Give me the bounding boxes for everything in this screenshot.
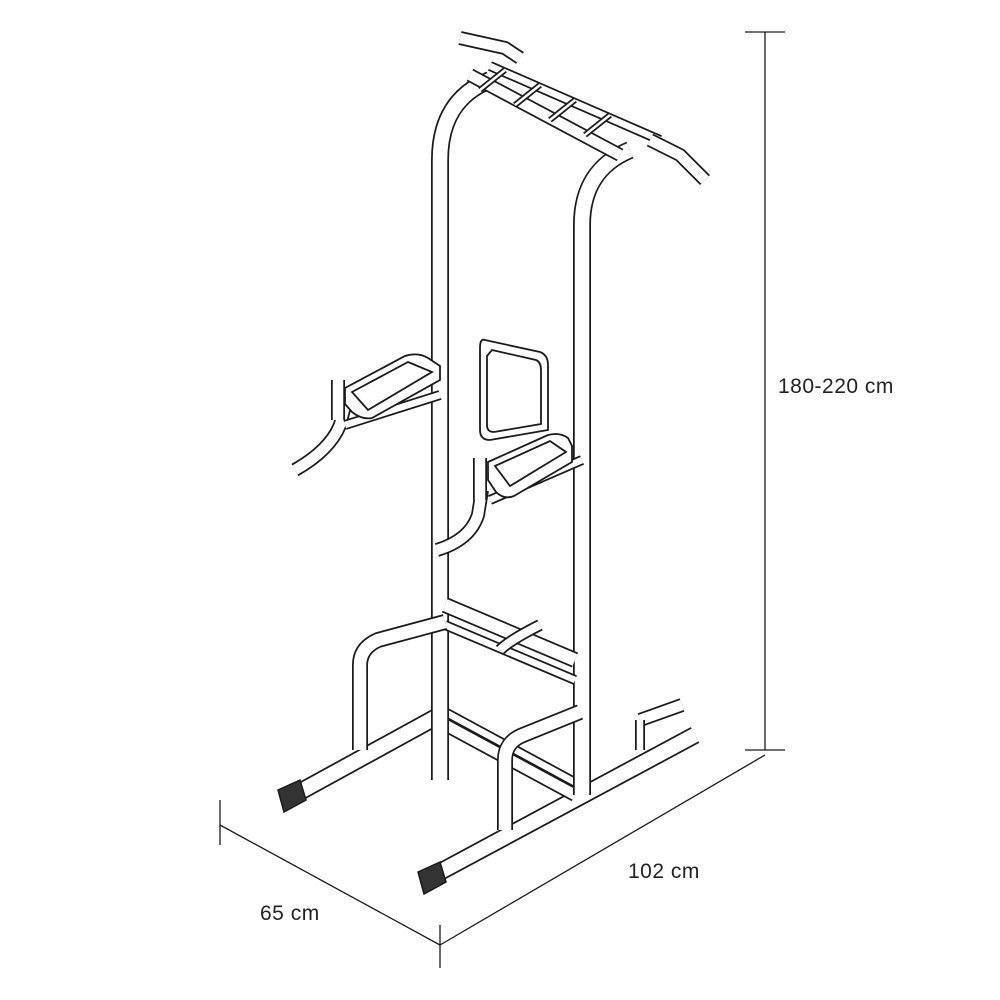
ladder-3-tube <box>548 97 577 123</box>
backrest <box>479 338 549 441</box>
top-handle-left-tube <box>458 31 524 64</box>
dip-bar-right-tube <box>434 488 489 557</box>
height-label: 180-220 cm <box>778 375 894 398</box>
arch-right-tube <box>497 704 583 830</box>
arch-left-tube <box>352 614 448 750</box>
length-dimension-line <box>439 754 766 946</box>
dimension-lines <box>219 31 785 968</box>
depth-label: 65 cm <box>260 902 320 925</box>
base-right-tube <box>420 727 700 888</box>
top-handle-right-tube <box>646 133 710 185</box>
depth-dimension-line <box>219 824 441 946</box>
upright-right-tube <box>573 141 634 795</box>
crossbar-mid-tube <box>441 597 579 668</box>
pushup-left-tube <box>495 619 543 655</box>
left-armrest-pad <box>344 353 441 420</box>
right-armrest-pad <box>487 433 573 499</box>
foot-caps <box>277 778 447 896</box>
arm-support-left-tube <box>343 390 442 430</box>
ladder-2-tube <box>513 82 542 108</box>
ladder-1-tube <box>478 67 507 93</box>
crossbar-low-tube <box>443 620 577 685</box>
length-label: 102 cm <box>628 860 700 883</box>
ladder-4-tube <box>583 112 612 138</box>
top-rail-left-tube <box>466 68 624 162</box>
frame-tubes <box>280 31 710 888</box>
dip-bar-left-tube <box>291 403 352 477</box>
base-left-tube <box>280 707 445 808</box>
pushup-right-tube <box>637 698 685 727</box>
